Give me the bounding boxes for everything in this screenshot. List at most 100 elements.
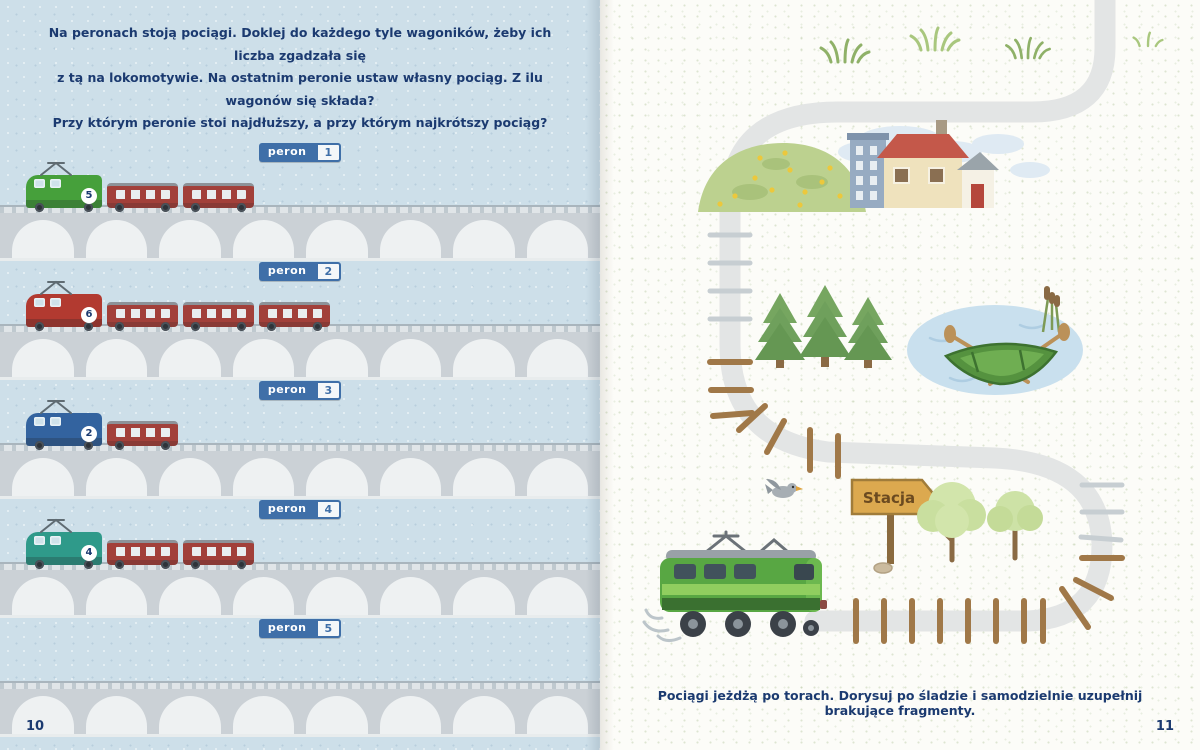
wheel	[35, 321, 44, 331]
arch	[526, 457, 588, 496]
wagon-windows	[191, 546, 246, 556]
rail-track	[0, 204, 600, 213]
loco-window	[34, 297, 45, 307]
arch	[159, 338, 221, 377]
loco-window	[50, 178, 61, 188]
instructions-line: Przy którym peronie stoi najdłuższy, a p…	[52, 115, 548, 130]
gray-sleepers	[707, 232, 1125, 543]
train-wagon	[107, 539, 178, 569]
platform-sign: peron 1	[258, 142, 342, 162]
wheel	[84, 559, 93, 569]
wheel	[115, 321, 124, 331]
wheel	[191, 202, 200, 212]
arch	[12, 219, 74, 258]
arch	[526, 695, 588, 734]
platform-section-3: peron 3 2	[0, 380, 600, 499]
wagon-windows	[267, 308, 322, 318]
train: 6	[26, 280, 330, 331]
platform-section-5: peron 5	[0, 618, 600, 737]
wheels	[680, 611, 819, 637]
platform-sign-label: peron	[258, 142, 316, 162]
wheel	[84, 440, 93, 450]
house	[847, 120, 999, 208]
track-map: Stacja	[642, 0, 1164, 644]
wagon-group	[102, 301, 330, 331]
wheel	[35, 202, 44, 212]
loco-number-badge: 5	[81, 187, 97, 204]
arch	[526, 338, 588, 377]
boat	[943, 323, 1070, 386]
arch	[526, 219, 588, 258]
platform-arcade	[0, 569, 600, 618]
arch	[159, 576, 221, 615]
platform-sign: peron 4	[258, 499, 342, 519]
arch	[306, 457, 368, 496]
instructions-text: Na peronach stoją pociągi. Doklej do każ…	[0, 0, 600, 143]
wagon-windows	[115, 308, 170, 318]
wagon-windows	[191, 189, 246, 199]
train-wagon	[107, 420, 178, 450]
platform-section-4: peron 4 4	[0, 499, 600, 618]
wheel	[237, 321, 246, 331]
platform-sign: peron 2	[258, 261, 342, 281]
arch	[453, 457, 515, 496]
arch	[379, 695, 441, 734]
arch	[159, 219, 221, 258]
instructions-line: z tą na lokomotywie. Na ostatnim peronie…	[57, 70, 543, 108]
wagon-windows	[115, 427, 170, 437]
platform-sign: peron 3	[258, 380, 342, 400]
pantograph-icon	[39, 517, 73, 533]
arch	[232, 338, 294, 377]
platform-sign: peron 5	[258, 618, 342, 638]
station-sign-label: Stacja	[863, 489, 915, 507]
platform-section-2: peron 2 6	[0, 261, 600, 380]
arch	[159, 457, 221, 496]
wagon-group	[102, 182, 254, 212]
platform-arcade	[0, 450, 600, 499]
wagon-windows	[115, 546, 170, 556]
platform-sign-label: peron	[258, 261, 316, 281]
arch	[12, 457, 74, 496]
arch	[453, 338, 515, 377]
platform-sign-label: peron	[258, 618, 316, 638]
arch	[159, 695, 221, 734]
wagon-group	[102, 539, 254, 569]
arch	[232, 695, 294, 734]
pond	[907, 286, 1083, 395]
train: 4	[26, 518, 254, 569]
wheel	[191, 559, 200, 569]
train-zone: 6	[0, 280, 600, 331]
platform-section-1: peron 1 5	[0, 142, 600, 261]
page-number-left: 10	[26, 719, 45, 734]
platform-sign-label: peron	[258, 499, 316, 519]
train: 5	[26, 161, 254, 212]
arch	[379, 457, 441, 496]
grass-icon	[819, 26, 1164, 64]
instructions-line: Na peronach stoją pociągi. Doklej do każ…	[48, 25, 552, 63]
arch	[12, 576, 74, 615]
arch	[306, 219, 368, 258]
arch	[232, 457, 294, 496]
locomotive: 5	[26, 161, 102, 212]
caption-text: Pociągi jeżdżą po torach. Dorysuj po śla…	[657, 688, 1143, 718]
loco-number-badge: 6	[81, 306, 97, 323]
arch	[85, 576, 147, 615]
train-wagon	[259, 301, 330, 331]
wheel	[161, 440, 170, 450]
train: 2	[26, 399, 178, 450]
train-zone	[0, 641, 600, 681]
pantograph-icon	[39, 279, 73, 295]
wagon-windows	[115, 189, 170, 199]
station-signpost: Stacja	[850, 478, 938, 574]
flowers	[717, 150, 843, 208]
train-zone: 5	[0, 161, 600, 212]
arch	[453, 576, 515, 615]
wheel	[84, 202, 93, 212]
arch	[306, 695, 368, 734]
wagon-windows	[191, 308, 246, 318]
wheel	[191, 321, 200, 331]
wheel	[237, 202, 246, 212]
train-wagon	[183, 539, 254, 569]
platform-arcade	[0, 688, 600, 737]
wheel	[35, 559, 44, 569]
